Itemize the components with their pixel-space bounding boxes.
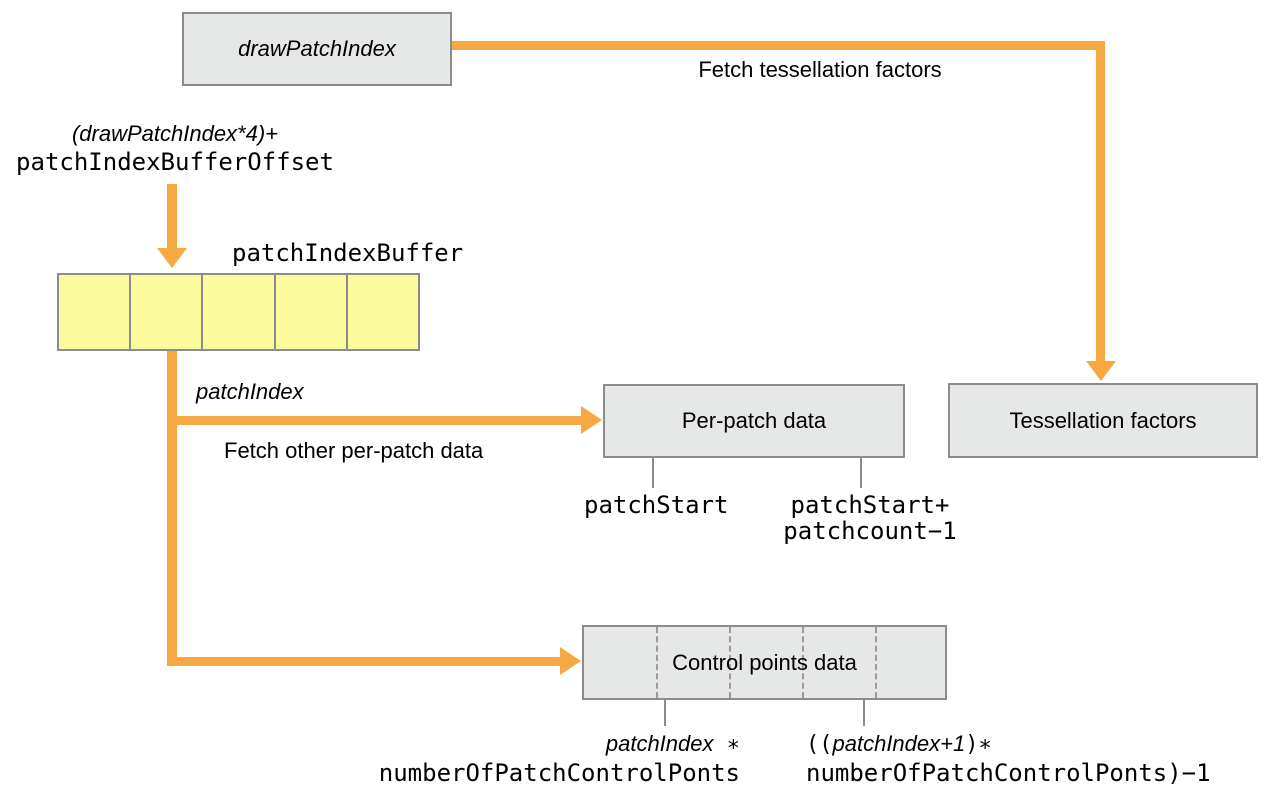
fetch-per-patch-arrow xyxy=(167,416,581,425)
patch-index-buffer-label: patchIndexBuffer xyxy=(232,239,464,267)
control-points-divider xyxy=(802,627,804,698)
node-tessellation-factors: Tessellation factors xyxy=(948,383,1258,458)
control-end-expr: patchIndex+1 xyxy=(832,731,966,756)
control-start-tick xyxy=(664,700,666,726)
patch-index-buffer xyxy=(57,273,420,351)
buffer-output-trunk xyxy=(167,351,177,666)
control-points-divider xyxy=(656,627,658,698)
control-start-line2: numberOfPatchControlPonts xyxy=(378,759,740,787)
control-points-divider xyxy=(875,627,877,698)
control-start-op: ∗ xyxy=(713,732,740,757)
fetch-tessellation-arrow-vertical xyxy=(1096,41,1105,361)
patch-end-line1: patchStart+ xyxy=(790,491,950,519)
control-end-annotation: ((patchIndex+1)∗ numberOfPatchControlPon… xyxy=(806,731,1211,786)
node-tessellation-factors-label: Tessellation factors xyxy=(1009,407,1197,433)
patch-start-label: patchStart xyxy=(584,491,729,519)
control-end-tick xyxy=(863,700,865,726)
per-patch-end-tick xyxy=(860,458,862,488)
fetch-tessellation-arrowhead-icon xyxy=(1086,361,1116,381)
node-draw-patch-index: drawPatchIndex xyxy=(182,12,452,86)
control-points-arrowhead-icon xyxy=(560,647,581,675)
index-expression-line1: (drawPatchIndex*4)+ xyxy=(71,121,279,146)
node-per-patch-data-label: Per-patch data xyxy=(681,408,827,433)
node-per-patch-data: Per-patch data xyxy=(603,384,905,458)
control-end-line1: ((patchIndex+1)∗ xyxy=(806,731,1211,760)
node-control-points-data: Control points data xyxy=(582,625,947,700)
node-control-points-data-label: Control points data xyxy=(672,649,857,675)
patch-end-line2: patchcount−1 xyxy=(783,517,957,545)
index-expression-line2: patchIndexBufferOffset xyxy=(16,148,334,176)
node-draw-patch-index-label: drawPatchIndex xyxy=(238,36,396,61)
buffer-cell xyxy=(59,275,132,349)
patch-end-label: patchStart+ patchcount−1 xyxy=(770,492,970,544)
buffer-cell xyxy=(131,275,204,349)
fetch-tessellation-arrow-horizontal xyxy=(452,41,1105,50)
control-points-divider xyxy=(729,627,731,698)
index-expression-annotation: (drawPatchIndex*4)+ patchIndexBufferOffs… xyxy=(10,120,340,176)
buffer-cell xyxy=(276,275,348,349)
control-end-line2: numberOfPatchControlPonts)−1 xyxy=(806,759,1211,787)
index-arrowhead-icon xyxy=(157,248,187,268)
control-end-suffix: )∗ xyxy=(965,732,992,757)
patch-index-annotation: patchIndex xyxy=(196,379,304,404)
buffer-cell xyxy=(348,275,418,349)
control-points-arrow xyxy=(167,657,560,666)
control-start-expr: patchIndex xyxy=(605,731,714,756)
control-start-line1: patchIndex ∗ xyxy=(340,731,740,760)
index-arrow-shaft xyxy=(167,184,177,248)
control-start-annotation: patchIndex ∗ numberOfPatchControlPonts xyxy=(340,731,740,786)
control-end-prefix: (( xyxy=(806,732,833,757)
buffer-cell xyxy=(203,275,276,349)
per-patch-start-tick xyxy=(652,458,654,488)
fetch-per-patch-label: Fetch other per-patch data xyxy=(224,438,484,463)
fetch-tessellation-label: Fetch tessellation factors xyxy=(698,57,942,82)
fetch-per-patch-arrowhead-icon xyxy=(581,406,602,434)
